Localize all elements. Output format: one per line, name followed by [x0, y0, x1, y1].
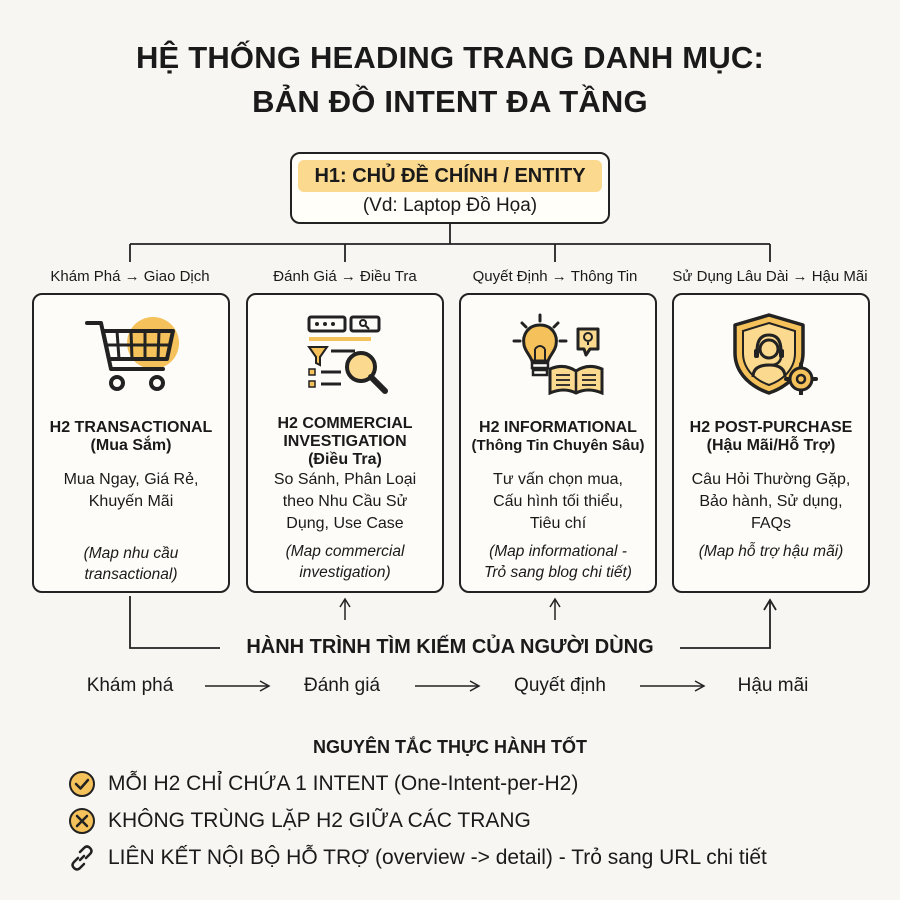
card-description: Tư vấn chọn mua, Cấu hình tối thiểu, Tiê…: [467, 469, 649, 535]
principles-title: NGUYÊN TẮC THỰC HÀNH TỐT: [313, 737, 587, 757]
card-heading-line3: (Điều Tra): [308, 451, 382, 468]
desc-line: Tư vấn chọn mua,: [493, 471, 623, 488]
page-title-line2: BẢN ĐỒ INTENT ĐA TẦNG: [252, 84, 648, 119]
card-heading-line1: H2 COMMERCIAL: [277, 415, 413, 432]
branch-label-3: Quyết Định → Thông Tin: [472, 268, 638, 285]
card-heading: H2 COMMERCIAL INVESTIGATION (Điều Tra): [254, 415, 436, 469]
journey-stage-1: Khám phá: [86, 675, 174, 696]
desc-line: Dụng, Use Case: [286, 515, 404, 532]
branch-label-1: Khám Phá → Giao Dịch: [50, 268, 210, 285]
note-line: investigation): [299, 564, 391, 581]
card-heading: H2 POST-PURCHASE (Hậu Mãi/Hỗ Trợ): [680, 419, 862, 455]
card-heading: H2 TRANSACTIONAL (Mua Sắm): [40, 419, 222, 455]
journey-stage-2: Đánh giá: [303, 675, 381, 696]
card-heading-line2: (Thông Tin Chuyên Sâu): [471, 437, 645, 454]
card-heading-line1: H2 INFORMATIONAL: [479, 419, 637, 436]
card-description: Câu Hỏi Thường Gặp, Bảo hành, Sử dụng, F…: [680, 469, 862, 535]
desc-line: theo Nhu Cầu Sử: [282, 493, 408, 510]
journey-title: HÀNH TRÌNH TÌM KIẾM CỦA NGƯỜI DÙNG: [246, 636, 654, 658]
desc-line: Mua Ngay, Giá Rẻ,: [63, 471, 199, 488]
note-line: (Map hỗ trợ hậu mãi): [698, 543, 844, 560]
h2-card-informational: H2 INFORMATIONAL (Thông Tin Chuyên Sâu) …: [459, 293, 657, 593]
desc-line: Tiêu chí: [529, 515, 587, 532]
desc-line: Câu Hỏi Thường Gặp,: [691, 471, 851, 488]
x-circle-icon: [69, 808, 95, 834]
card-heading-line1: H2 TRANSACTIONAL: [49, 419, 213, 436]
shopping-cart-icon: [85, 317, 179, 391]
card-note: (Map commercial investigation): [254, 541, 436, 583]
h2-card-commercial: H2 COMMERCIAL INVESTIGATION (Điều Tra) S…: [246, 293, 444, 593]
link-icon: [71, 845, 93, 871]
check-circle-icon: [69, 771, 95, 797]
card-note: (Map informational - Trỏ sang blog chi t…: [467, 541, 649, 583]
lightbulb-book-icon: [512, 313, 604, 395]
h1-example: (Vd: Laptop Đồ Họa): [362, 195, 538, 216]
desc-line: Khuyến Mãi: [88, 493, 174, 510]
card-description: So Sánh, Phân Loại theo Nhu Cầu Sử Dụng,…: [254, 469, 436, 535]
rule-internal-link: LIÊN KẾT NỘI BỘ HỖ TRỢ (overview -> deta…: [108, 846, 767, 869]
note-line: (Map commercial: [285, 543, 405, 560]
card-heading-line2: (Hậu Mãi/Hỗ Trợ): [706, 437, 836, 454]
h2-card-transactional: H2 TRANSACTIONAL (Mua Sắm) Mua Ngay, Giá…: [32, 293, 230, 593]
rule-no-duplicate: KHÔNG TRÙNG LẶP H2 GIỮA CÁC TRANG: [108, 809, 531, 832]
desc-line: FAQs: [750, 515, 791, 532]
shield-support-icon: [733, 313, 818, 395]
card-note: (Map hỗ trợ hậu mãi): [680, 541, 862, 562]
h1-topic-box: H1: CHỦ ĐỀ CHÍNH / ENTITY (Vd: Laptop Đồ…: [290, 152, 610, 224]
desc-line: So Sánh, Phân Loại: [273, 471, 417, 488]
card-heading-line2: INVESTIGATION: [283, 433, 407, 450]
note-line: (Map nhu cầu: [83, 545, 179, 562]
note-line: (Map informational -: [489, 543, 627, 560]
card-heading: H2 INFORMATIONAL (Thông Tin Chuyên Sâu): [467, 419, 649, 455]
h1-label: H1: CHỦ ĐỀ CHÍNH / ENTITY: [298, 160, 602, 192]
card-description: Mua Ngay, Giá Rẻ, Khuyến Mãi: [40, 469, 222, 513]
note-line: transactional): [84, 566, 178, 583]
search-filter-icon: [307, 315, 388, 394]
branch-label-4: Sử Dụng Lâu Dài → Hậu Mãi: [672, 268, 868, 285]
desc-line: Cấu hình tối thiểu,: [493, 493, 623, 510]
desc-line: Bảo hành, Sử dụng,: [699, 493, 843, 510]
note-line: Trỏ sang blog chi tiết): [484, 564, 632, 581]
journey-stage-3: Quyết định: [514, 675, 606, 696]
page-title-line1: HỆ THỐNG HEADING TRANG DANH MỤC:: [135, 40, 765, 75]
branch-label-2: Đánh Giá → Điều Tra: [273, 268, 417, 285]
card-heading-line1: H2 POST-PURCHASE: [689, 419, 853, 436]
card-heading-line2: (Mua Sắm): [90, 437, 172, 454]
journey-stage-4: Hậu mãi: [737, 675, 809, 696]
h2-card-post-purchase: H2 POST-PURCHASE (Hậu Mãi/Hỗ Trợ) Câu Hỏ…: [672, 293, 870, 593]
rule-one-intent: MỖI H2 CHỈ CHỨA 1 INTENT (One-Intent-per…: [108, 772, 579, 795]
card-note: (Map nhu cầu transactional): [40, 543, 222, 585]
